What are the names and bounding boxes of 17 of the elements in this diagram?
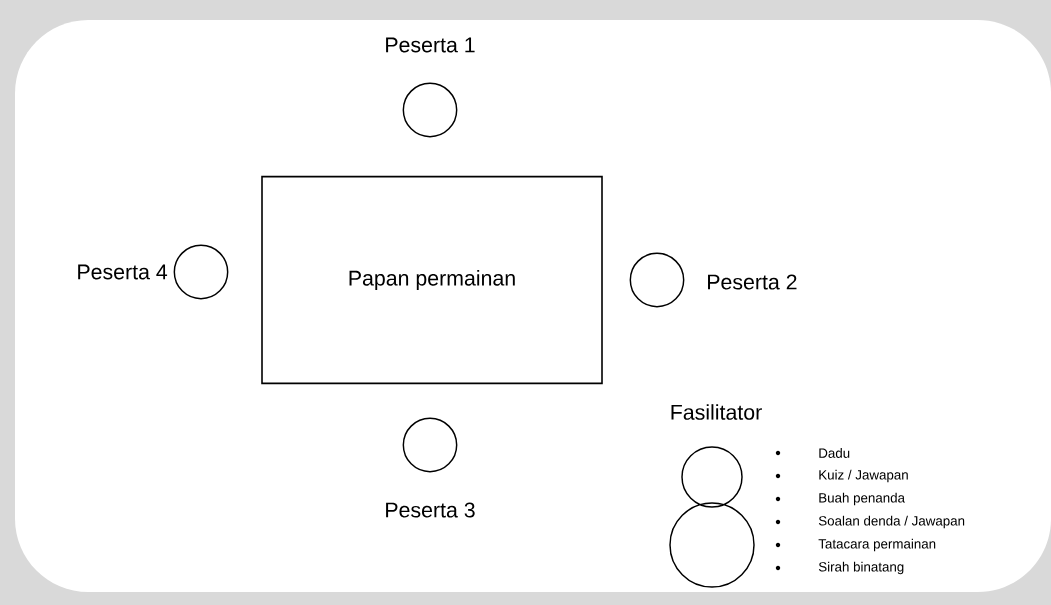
participant-circle: [402, 82, 458, 138]
list-item: Sirah binatang: [818, 561, 904, 575]
list-item: Tatacara permainan: [818, 538, 936, 552]
list-item: Kuiz / Jawapan: [819, 469, 908, 483]
participant-label: Peserta 4: [78, 264, 168, 280]
participant-circle: [629, 252, 685, 308]
participant-label: Peserta 3: [386, 502, 475, 518]
participant-circle: [173, 244, 229, 300]
game-board: Papan permainan: [261, 175, 603, 385]
participant-label: Peserta 2: [708, 274, 797, 290]
list-item: Soalan denda / Jawapan: [818, 515, 965, 529]
facilitator-figure: [669, 446, 755, 588]
list-item: Buah penanda: [819, 492, 905, 506]
list-item: Dadu: [819, 448, 850, 458]
participant-label: Fasilitator: [671, 404, 762, 420]
participant-circle: [402, 417, 458, 473]
participant-label: Peserta 1: [386, 37, 475, 53]
